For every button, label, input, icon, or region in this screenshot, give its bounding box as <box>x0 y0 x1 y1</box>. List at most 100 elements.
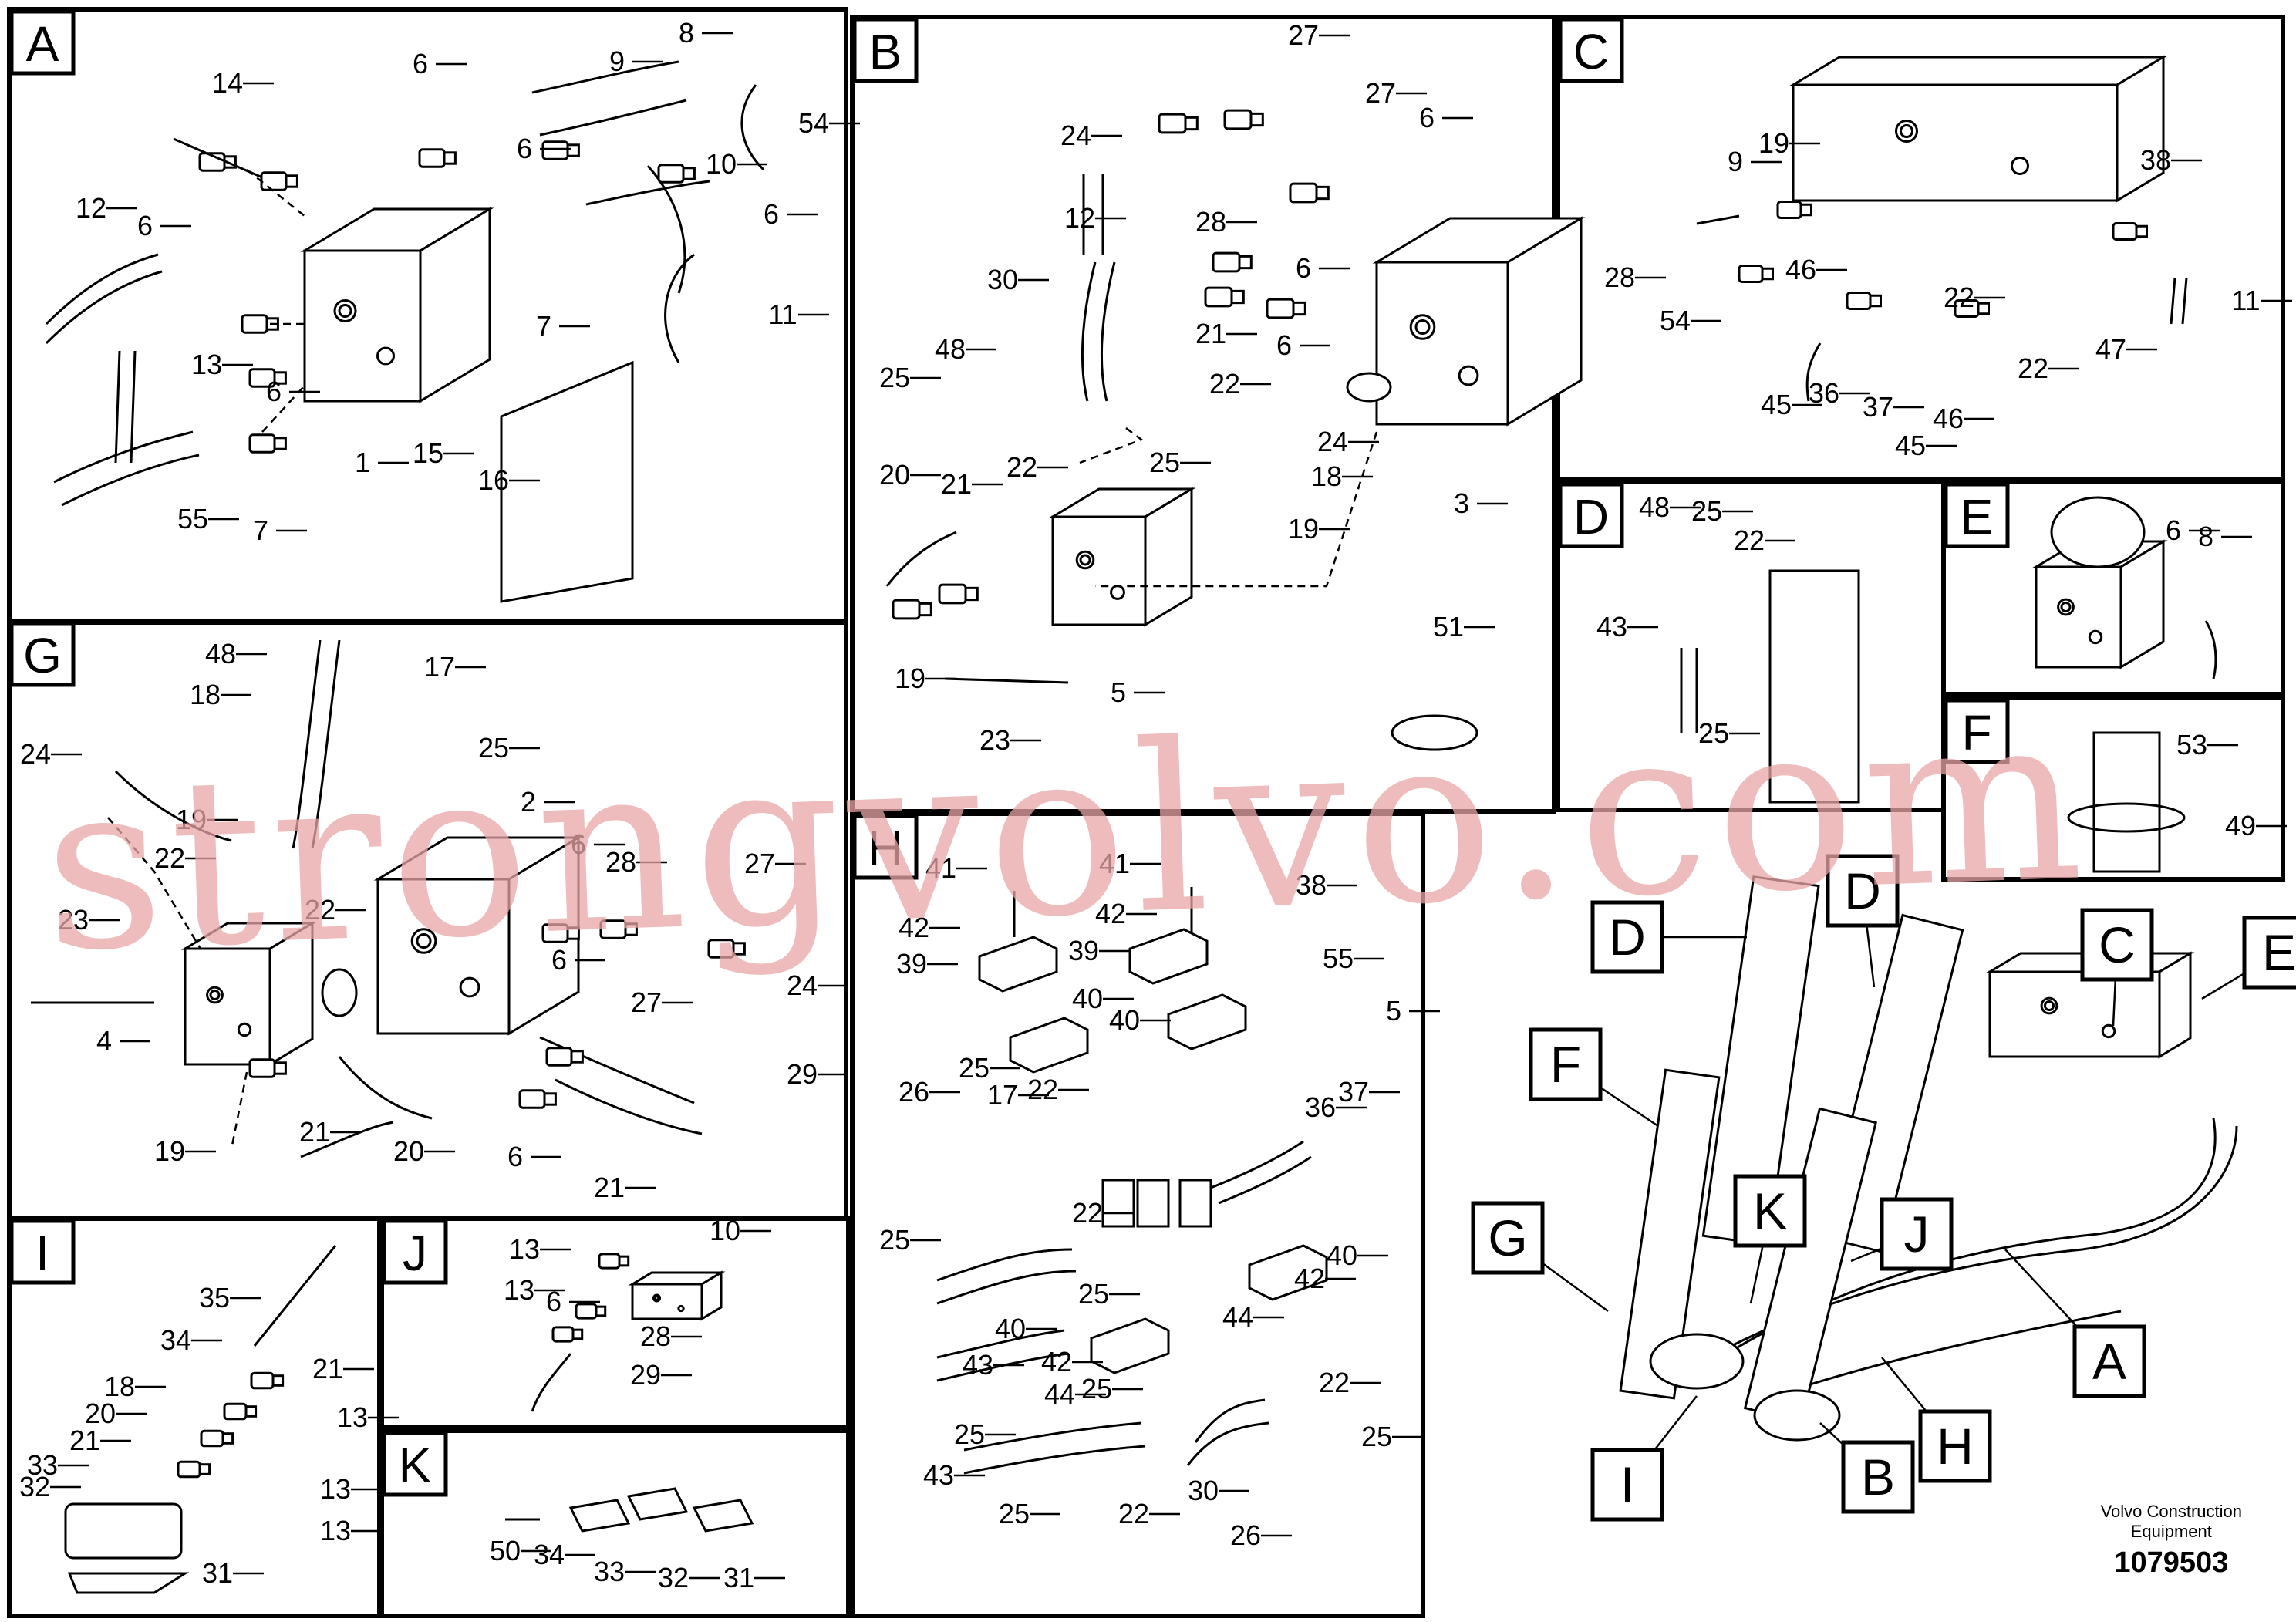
callout-26: 26 <box>899 1076 929 1108</box>
callout-31: 31 <box>723 1562 754 1593</box>
callout-32: 32 <box>19 1471 50 1502</box>
callout-25: 25 <box>1078 1278 1109 1310</box>
fitting <box>1212 251 1253 273</box>
callout-21: 21 <box>299 1116 330 1148</box>
callout-6: 6 <box>1276 329 1292 361</box>
callout-22: 22 <box>154 842 185 874</box>
callout-13: 13 <box>509 1233 540 1265</box>
clamp-plate <box>568 1499 631 1533</box>
panel-letter-box <box>1944 698 2010 764</box>
svg-text:D: D <box>1844 862 1881 919</box>
callout-35: 35 <box>199 1282 230 1313</box>
fitting <box>1266 298 1306 319</box>
fitting <box>2112 222 2148 241</box>
panel-letter-box <box>9 621 76 687</box>
boom-cylinder <box>1768 569 1860 804</box>
callout-22: 22 <box>1118 1498 1149 1529</box>
callout-22: 22 <box>1072 1197 1103 1229</box>
panel-letter-box <box>852 17 919 83</box>
callout-10: 10 <box>706 148 737 180</box>
callout-14: 14 <box>212 67 243 99</box>
callout-25: 25 <box>879 362 910 393</box>
callout-6: 6 <box>137 210 153 241</box>
callout-6: 6 <box>507 1141 523 1172</box>
overview-label-d: D <box>1590 900 1747 974</box>
doc-number: 1079503 <box>2114 1546 2229 1579</box>
callout-9: 9 <box>1728 146 1743 177</box>
bolt <box>173 137 263 179</box>
callout-28: 28 <box>1604 261 1635 293</box>
check-valve <box>628 1270 726 1321</box>
mounting-plate <box>500 360 634 603</box>
callout-25: 25 <box>478 732 509 764</box>
callout-9: 9 <box>609 46 625 77</box>
callout-27: 27 <box>1365 77 1396 109</box>
fitting <box>260 171 298 191</box>
overview-label-e: E <box>2201 916 2296 1000</box>
callout-28: 28 <box>605 846 636 878</box>
fitting <box>575 1303 607 1320</box>
panel-letter: B <box>869 24 902 79</box>
callout-5: 5 <box>1111 676 1126 708</box>
undefined <box>1696 214 1740 225</box>
hose <box>740 84 765 171</box>
callout-33: 33 <box>27 1449 58 1481</box>
fitting <box>599 919 638 939</box>
callout-24: 24 <box>1060 120 1091 151</box>
overview-label-g: G <box>1471 1201 1609 1313</box>
undefined <box>2181 277 2188 325</box>
panel-letter-box <box>1944 482 2010 548</box>
clamp-half <box>1009 1017 1089 1074</box>
overview-label-i: I <box>1590 1395 1698 1522</box>
clamp <box>2067 802 2186 833</box>
callout-27: 27 <box>631 986 662 1018</box>
hose <box>2204 620 2217 679</box>
callout-25: 25 <box>1149 447 1180 478</box>
svg-text:C: C <box>2099 916 2136 973</box>
valve-block <box>300 207 494 403</box>
callout-19: 19 <box>176 804 207 835</box>
fitting <box>1158 113 1199 134</box>
callout-42: 42 <box>1095 898 1126 929</box>
callout-22: 22 <box>1319 1367 1350 1398</box>
callout-6: 6 <box>517 133 532 164</box>
directional-valve <box>180 921 317 1067</box>
fitting <box>598 1253 630 1270</box>
fitting <box>1204 286 1245 308</box>
callout-18: 18 <box>104 1371 135 1402</box>
callout-43: 43 <box>963 1349 993 1381</box>
callout-54: 54 <box>798 107 829 139</box>
panel-i: I <box>7 1216 382 1618</box>
hose <box>963 1445 1146 1475</box>
callout-34: 34 <box>534 1539 565 1570</box>
fitting <box>248 368 287 388</box>
hose <box>1194 1398 1266 1443</box>
callout-24: 24 <box>787 969 818 1001</box>
directional-valve <box>1048 487 1196 627</box>
callout-28: 28 <box>640 1320 671 1352</box>
callout-10: 10 <box>710 1215 740 1246</box>
svg-text:A: A <box>2092 1333 2126 1390</box>
callout-6: 6 <box>571 828 586 860</box>
panel-letter: J <box>403 1226 427 1281</box>
accumulator <box>2050 496 2146 568</box>
callout-11: 11 <box>768 298 797 330</box>
fitting <box>250 1371 285 1390</box>
callout-6: 6 <box>1296 252 1311 284</box>
panel-letter: F <box>1961 705 1991 760</box>
fitting <box>200 1429 234 1448</box>
panel-letter-box <box>9 1219 76 1285</box>
clamp-half <box>1167 993 1247 1050</box>
callout-41: 41 <box>1099 848 1130 879</box>
o-ring <box>321 968 358 1017</box>
callout-43: 43 <box>923 1459 954 1491</box>
callout-38: 38 <box>1296 869 1327 901</box>
callout-38: 38 <box>2140 144 2171 176</box>
callout-27: 27 <box>1288 19 1319 51</box>
hose <box>1100 261 1116 402</box>
callout-19: 19 <box>1758 127 1789 159</box>
svg-text:G: G <box>1488 1209 1527 1266</box>
callout-46: 46 <box>1933 403 1964 434</box>
callout-34: 34 <box>160 1324 191 1356</box>
